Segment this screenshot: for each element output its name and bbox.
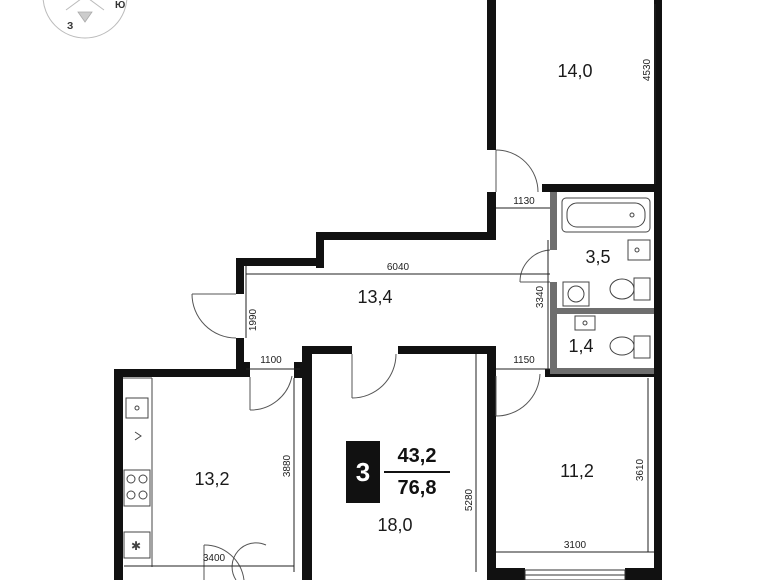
dim-right-bedroom-width: 3100 [564,540,587,551]
total-area-value: 76,8 [397,476,437,499]
dim-kitchen-door-width: 1100 [260,355,282,366]
room-area-living-room: 18,0 [377,515,412,535]
apartment-summary-badge: 3 43,2 76,8 [346,441,450,503]
walls [114,0,662,580]
dim-living-height: 5280 [464,488,475,511]
room-area-toilet: 1,4 [568,336,593,356]
dim-right-bedroom-height: 3610 [635,458,646,481]
compass-west-label: З [67,21,73,32]
room-area-kitchen: 13,2 [194,469,229,489]
living-area-value: 43,2 [384,441,450,473]
room-area-corridor: 13,4 [357,287,392,307]
compass: Ю З [42,0,128,39]
dim-right-door-width: 1150 [513,355,535,366]
svg-text:✱: ✱ [131,539,141,553]
room-area-bedroom-top: 14,0 [557,61,592,81]
room-area-bedroom-right: 11,2 [560,461,594,481]
compass-north-label: Ю [115,0,125,11]
dim-kitchen-height: 3880 [282,454,293,477]
room-count: 3 [346,441,380,503]
dimension-lines [124,4,656,572]
room-labels: 14,0 13,4 3,5 1,4 13,2 18,0 11,2 [194,61,610,535]
dim-bathroom-door-width: 1130 [513,196,535,207]
dim-kitchen-width: 3400 [203,553,226,564]
doors [191,149,626,580]
fixtures: ✱ [123,197,651,567]
dim-entrance-height: 1990 [248,308,259,331]
dim-corridor-length: 6040 [387,262,410,273]
room-area-bathroom: 3,5 [585,247,610,267]
dim-bathroom-height: 3340 [535,285,546,308]
dim-bedroom-top-height: 4530 [642,58,653,81]
dimension-labels: 4530 1130 6040 3340 1990 1100 1150 3880 … [203,58,653,564]
partitions [550,192,654,374]
